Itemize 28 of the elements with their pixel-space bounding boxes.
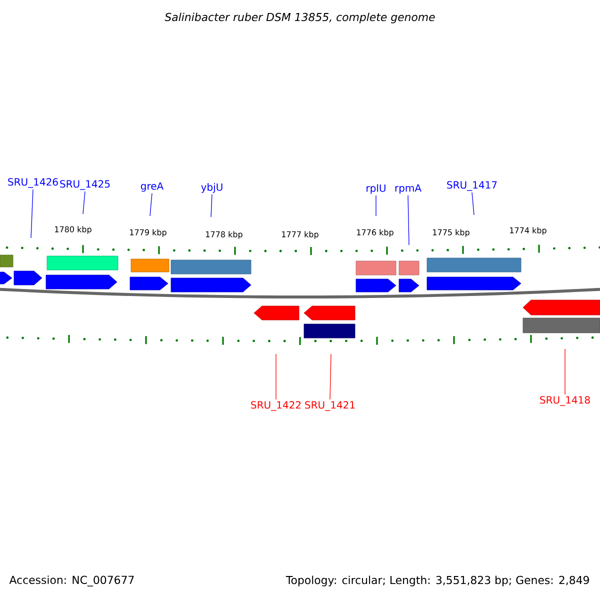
scale-label: 1774 kbp <box>508 226 548 236</box>
accession-text: Accession: NC_007677 <box>9 576 134 586</box>
leader-line <box>30 189 34 238</box>
scale-label: 1778 kbp <box>204 230 244 240</box>
gene-label: SRU_1421 <box>305 401 355 411</box>
title: Salinibacter ruber DSM 13855, complete genome <box>164 12 435 24</box>
gene-label: rplU <box>366 184 386 194</box>
leader-line <box>472 192 474 216</box>
leader-line <box>150 192 152 216</box>
scale-label: 1775 kbp <box>430 228 472 238</box>
gene-label: rpmA <box>395 184 422 194</box>
gene-label: greA <box>140 182 164 192</box>
genome-info-text: Topology: circular; Length: 3,551,823 bp; Genes: 2,849 <box>286 576 589 586</box>
gene-label: SRU_1418 <box>540 396 590 406</box>
gene-label: SRU_1425 <box>60 180 110 190</box>
gene-label: SRU_1422 <box>251 401 301 411</box>
scale-label: 1776 kbp <box>354 228 396 238</box>
scale-label: 1777 kbp <box>280 230 320 240</box>
gene-label: ybjU <box>201 183 222 193</box>
leader-line <box>408 194 410 246</box>
leader-line <box>82 191 86 214</box>
gene-label: SRU_1426 <box>8 178 58 188</box>
scale-label: 1780 kbp <box>52 224 94 236</box>
leader-line <box>210 194 212 218</box>
leader-line <box>330 354 332 400</box>
scale-label: 1779 kbp <box>128 228 168 238</box>
leader-line <box>564 348 566 395</box>
gene-label: SRU_1417 <box>447 181 497 191</box>
